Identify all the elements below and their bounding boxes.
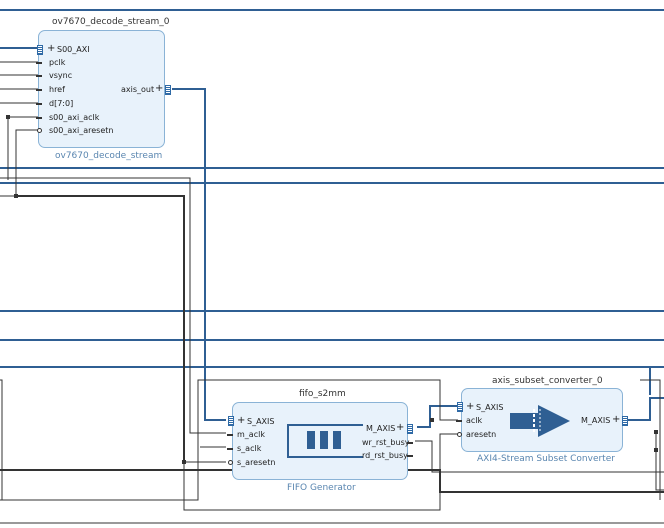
junction (654, 430, 658, 434)
converter-arrow-icon (510, 405, 570, 437)
wire[interactable] (0, 379, 3, 500)
port-label: wr_rst_busy (362, 438, 410, 447)
pin-icon[interactable] (36, 117, 42, 119)
reset-net[interactable] (16, 195, 185, 462)
active-low-pin-icon[interactable] (228, 460, 233, 465)
wire[interactable] (7, 116, 38, 180)
junction (14, 194, 18, 198)
wire[interactable] (0, 177, 226, 434)
port-label: s00_axi_aclk (49, 113, 100, 122)
pin-icon[interactable] (36, 89, 42, 91)
port-label: d[7:0] (49, 99, 74, 108)
bus-port-icon[interactable] (228, 416, 234, 426)
port-label: s_aresetn (237, 458, 276, 467)
port-label: vsync (49, 71, 73, 80)
expand-plus-icon[interactable]: + (466, 401, 475, 412)
bus-port-icon[interactable] (37, 45, 43, 55)
expand-plus-icon[interactable]: + (47, 43, 56, 54)
block-instance-name: axis_subset_converter_0 (492, 376, 603, 386)
block-ip-name: AXI4-Stream Subset Converter (477, 454, 615, 464)
block-instance-name: ov7670_decode_stream_0 (52, 17, 170, 27)
port-label: aresetn (466, 430, 497, 439)
wire[interactable] (640, 379, 661, 500)
port-label: pclk (49, 58, 66, 67)
subset-converter-block[interactable]: + S_AXIS aclk aresetn M_AXIS + (456, 388, 628, 452)
port-label: m_aclk (237, 430, 265, 439)
junction (182, 460, 186, 464)
wire[interactable] (15, 129, 38, 196)
block-ip-name: ov7670_decode_stream (55, 151, 163, 161)
junction (6, 115, 10, 119)
expand-plus-icon[interactable]: + (237, 415, 246, 426)
bus-port-icon[interactable] (407, 424, 413, 434)
bus-port-icon[interactable] (622, 416, 628, 426)
port-label: M_AXIS (366, 424, 396, 433)
active-low-pin-icon[interactable] (37, 128, 42, 133)
port-label: M_AXIS (581, 416, 611, 425)
junction (430, 418, 434, 422)
wire[interactable] (0, 195, 226, 463)
fifo-generator-block[interactable]: + S_AXIS m_aclk s_aclk s_aresetn M_AXIS … (227, 402, 413, 480)
bus-fifo-to-subset[interactable] (417, 405, 458, 428)
reset-net[interactable] (0, 469, 664, 493)
block-instance-name: fifo_s2mm (299, 389, 346, 399)
pin-icon[interactable] (407, 442, 413, 444)
pin-icon[interactable] (36, 103, 42, 105)
port-label: s00_axi_aresetn (49, 126, 114, 135)
decode-stream-block[interactable]: + S00_AXI pclk vsync href d[7:0] s00_axi… (36, 30, 171, 148)
port-label: S_AXIS (247, 417, 275, 426)
pin-icon[interactable] (36, 62, 42, 64)
wire[interactable] (0, 379, 458, 501)
pin-icon[interactable] (227, 434, 233, 436)
bus-axis-out[interactable] (172, 88, 226, 421)
port-label: rd_rst_busy (362, 451, 408, 460)
port-label: S_AXIS (476, 403, 504, 412)
port-label: aclk (466, 416, 483, 425)
port-label: S00_AXI (57, 45, 90, 54)
wire[interactable] (183, 433, 458, 511)
pin-icon[interactable] (227, 448, 233, 450)
expand-plus-icon[interactable]: + (612, 414, 621, 425)
pin-icon[interactable] (407, 455, 413, 457)
port-label: href (49, 85, 65, 94)
port-label: s_aclk (237, 444, 262, 453)
expand-plus-icon[interactable]: + (396, 422, 405, 433)
bus-port-icon[interactable] (165, 85, 171, 95)
pin-icon[interactable] (456, 420, 462, 422)
wire[interactable] (415, 440, 664, 473)
bus-net[interactable] (640, 366, 651, 395)
expand-plus-icon[interactable]: + (155, 83, 164, 94)
junction (654, 448, 658, 452)
block-ip-name: FIFO Generator (287, 483, 356, 493)
bus-subset-out[interactable] (628, 397, 664, 421)
active-low-pin-icon[interactable] (457, 432, 462, 437)
port-label: axis_out (121, 85, 155, 94)
fifo-icon (287, 424, 363, 458)
bus-port-icon[interactable] (457, 402, 463, 412)
pin-icon[interactable] (36, 75, 42, 77)
